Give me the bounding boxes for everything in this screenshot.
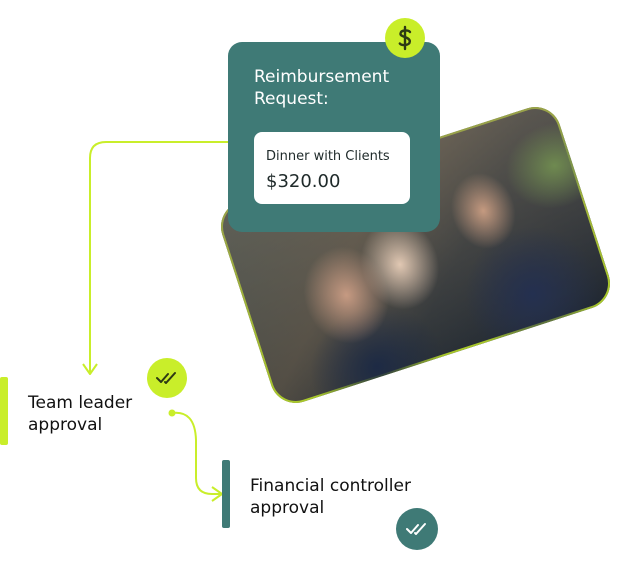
expense-name: Dinner with Clients bbox=[266, 149, 390, 164]
team-leader-step-bar bbox=[0, 377, 8, 445]
arrowhead-team-leader bbox=[82, 363, 98, 375]
financial-controller-step-bar bbox=[222, 460, 230, 528]
team-leader-label-line1: Team leader bbox=[28, 393, 133, 413]
connector-team-leader-to-financial bbox=[171, 411, 220, 495]
team-leader-approved-badge bbox=[147, 358, 187, 398]
connector-request-to-team-leader bbox=[89, 141, 228, 372]
team-leader-label-line2: approval bbox=[28, 415, 103, 435]
expense-item[interactable]: Dinner with Clients $320.00 bbox=[254, 132, 410, 204]
double-check-icon bbox=[156, 372, 176, 384]
financial-controller-approved-badge bbox=[396, 508, 438, 550]
dollar-badge bbox=[385, 18, 425, 58]
financial-controller-label-line2: approval bbox=[250, 498, 325, 518]
dollar-icon bbox=[398, 25, 412, 51]
double-check-icon bbox=[406, 523, 426, 535]
reimbursement-request-card[interactable]: Reimbursement Request: Dinner with Clien… bbox=[228, 42, 440, 232]
expense-amount: $320.00 bbox=[266, 171, 341, 192]
team-leader-step-label: Team leader approval bbox=[28, 392, 132, 436]
reimbursement-request-title: Reimbursement Request: bbox=[254, 67, 390, 109]
financial-controller-step-label: Financial controller approval bbox=[250, 475, 411, 519]
financial-controller-label-line1: Financial controller bbox=[250, 476, 411, 496]
